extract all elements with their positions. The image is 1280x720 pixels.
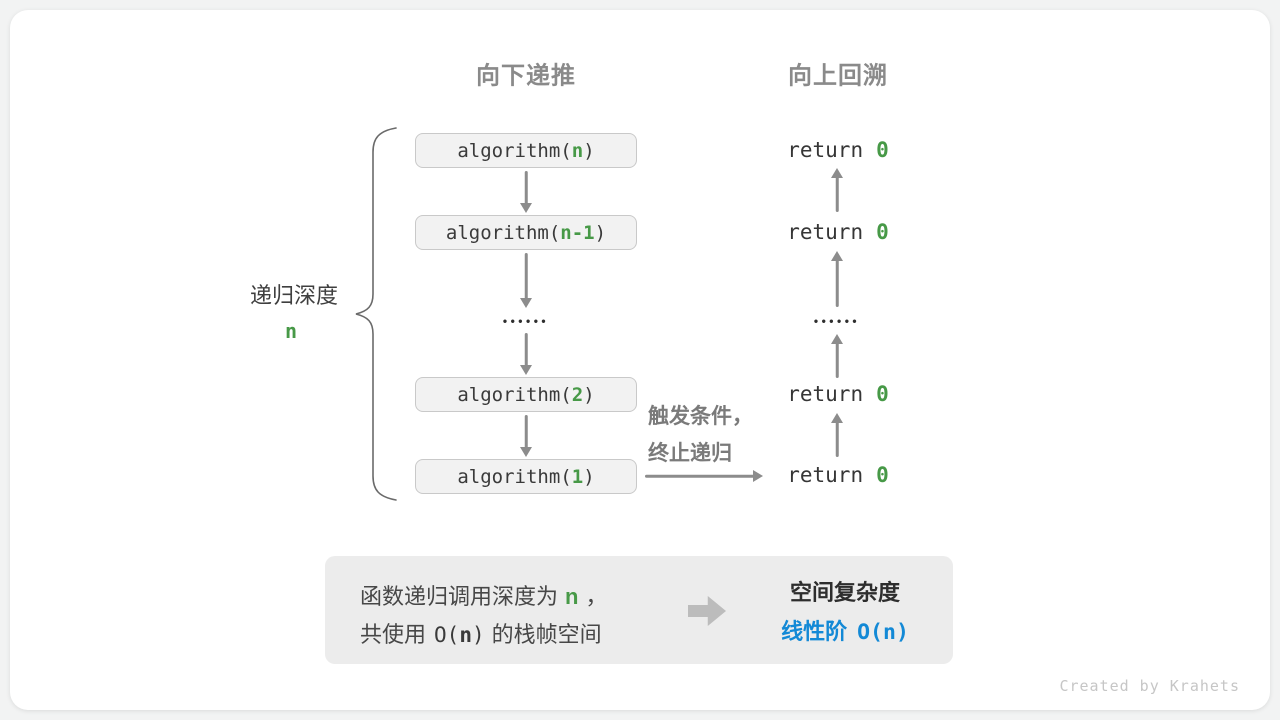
return-keyword: return <box>787 382 864 406</box>
call-box-n-1: algorithm(n-1) <box>415 215 637 250</box>
code-text: ) <box>583 139 595 162</box>
summary-text: 共使用 <box>360 622 427 647</box>
code-arg: 1 <box>571 465 584 488</box>
result-title: 空间复杂度 <box>789 580 901 605</box>
code-text: algorithm( <box>445 221 561 244</box>
code-arg: n <box>571 139 584 162</box>
return-value: 0 <box>876 463 889 487</box>
code-text: algorithm( <box>457 139 572 162</box>
return-value: 0 <box>876 138 889 162</box>
column-header-backtrack-up: 向上回溯 <box>788 62 888 90</box>
arrow-up-icon <box>829 251 845 307</box>
summary-panel <box>325 556 953 664</box>
summary-text: 函数递归调用深度为 <box>360 584 559 609</box>
arrow-down-icon <box>518 171 534 213</box>
arrow-down-icon <box>518 333 534 375</box>
code-text: ) <box>583 383 595 406</box>
code-arg: n-1 <box>560 221 595 244</box>
arrow-down-icon <box>518 415 534 457</box>
summary-n: n <box>459 623 472 647</box>
watermark: Created by Krahets <box>1059 677 1240 695</box>
return-value: 0 <box>876 220 889 244</box>
return-keyword: return <box>787 138 864 162</box>
summary-text: ， <box>585 584 608 609</box>
call-box-1: algorithm(1) <box>415 459 637 494</box>
summary-text: 的栈帧空间 <box>491 622 602 647</box>
summary-n: n <box>565 584 579 609</box>
result-code: O(n) <box>857 620 909 645</box>
call-box-2: algorithm(2) <box>415 377 637 412</box>
return-statement: return 0 <box>787 382 889 406</box>
result-value: 线性阶 O(n) <box>781 614 909 646</box>
recursion-depth-label: 递归深度 <box>249 283 339 308</box>
code-arg: 2 <box>571 383 584 406</box>
ellipsis-right: •••••• <box>813 314 861 328</box>
return-statement: return 0 <box>787 463 889 487</box>
code-text: ) <box>594 221 607 244</box>
arrow-up-icon <box>829 413 845 457</box>
trigger-note-line1: 触发条件， <box>648 405 753 428</box>
arrow-down-icon <box>518 253 534 308</box>
summary-code: ) <box>471 623 485 647</box>
return-statement: return 0 <box>787 220 889 244</box>
arrow-up-icon <box>829 334 845 378</box>
recursion-depth-value: n <box>284 319 298 343</box>
arrow-up-icon <box>829 168 845 212</box>
ellipsis-left: •••••• <box>502 314 550 328</box>
return-keyword: return <box>787 463 864 487</box>
return-keyword: return <box>787 220 864 244</box>
code-text: ) <box>583 465 595 488</box>
column-header-recurse-down: 向下递推 <box>476 62 576 90</box>
code-text: algorithm( <box>457 383 572 406</box>
trigger-note-line2: 终止递归 <box>648 442 732 465</box>
result-label: 线性阶 <box>781 619 848 644</box>
return-value: 0 <box>876 382 889 406</box>
summary-code: O( <box>434 623 460 647</box>
arrow-right-icon <box>645 468 763 484</box>
return-statement: return 0 <box>787 138 889 162</box>
code-text: algorithm( <box>457 465 572 488</box>
summary-line2: 共使用 O(n)的栈帧空间 <box>360 617 602 649</box>
depth-brace <box>355 127 397 501</box>
call-box-n: algorithm(n) <box>415 133 637 168</box>
